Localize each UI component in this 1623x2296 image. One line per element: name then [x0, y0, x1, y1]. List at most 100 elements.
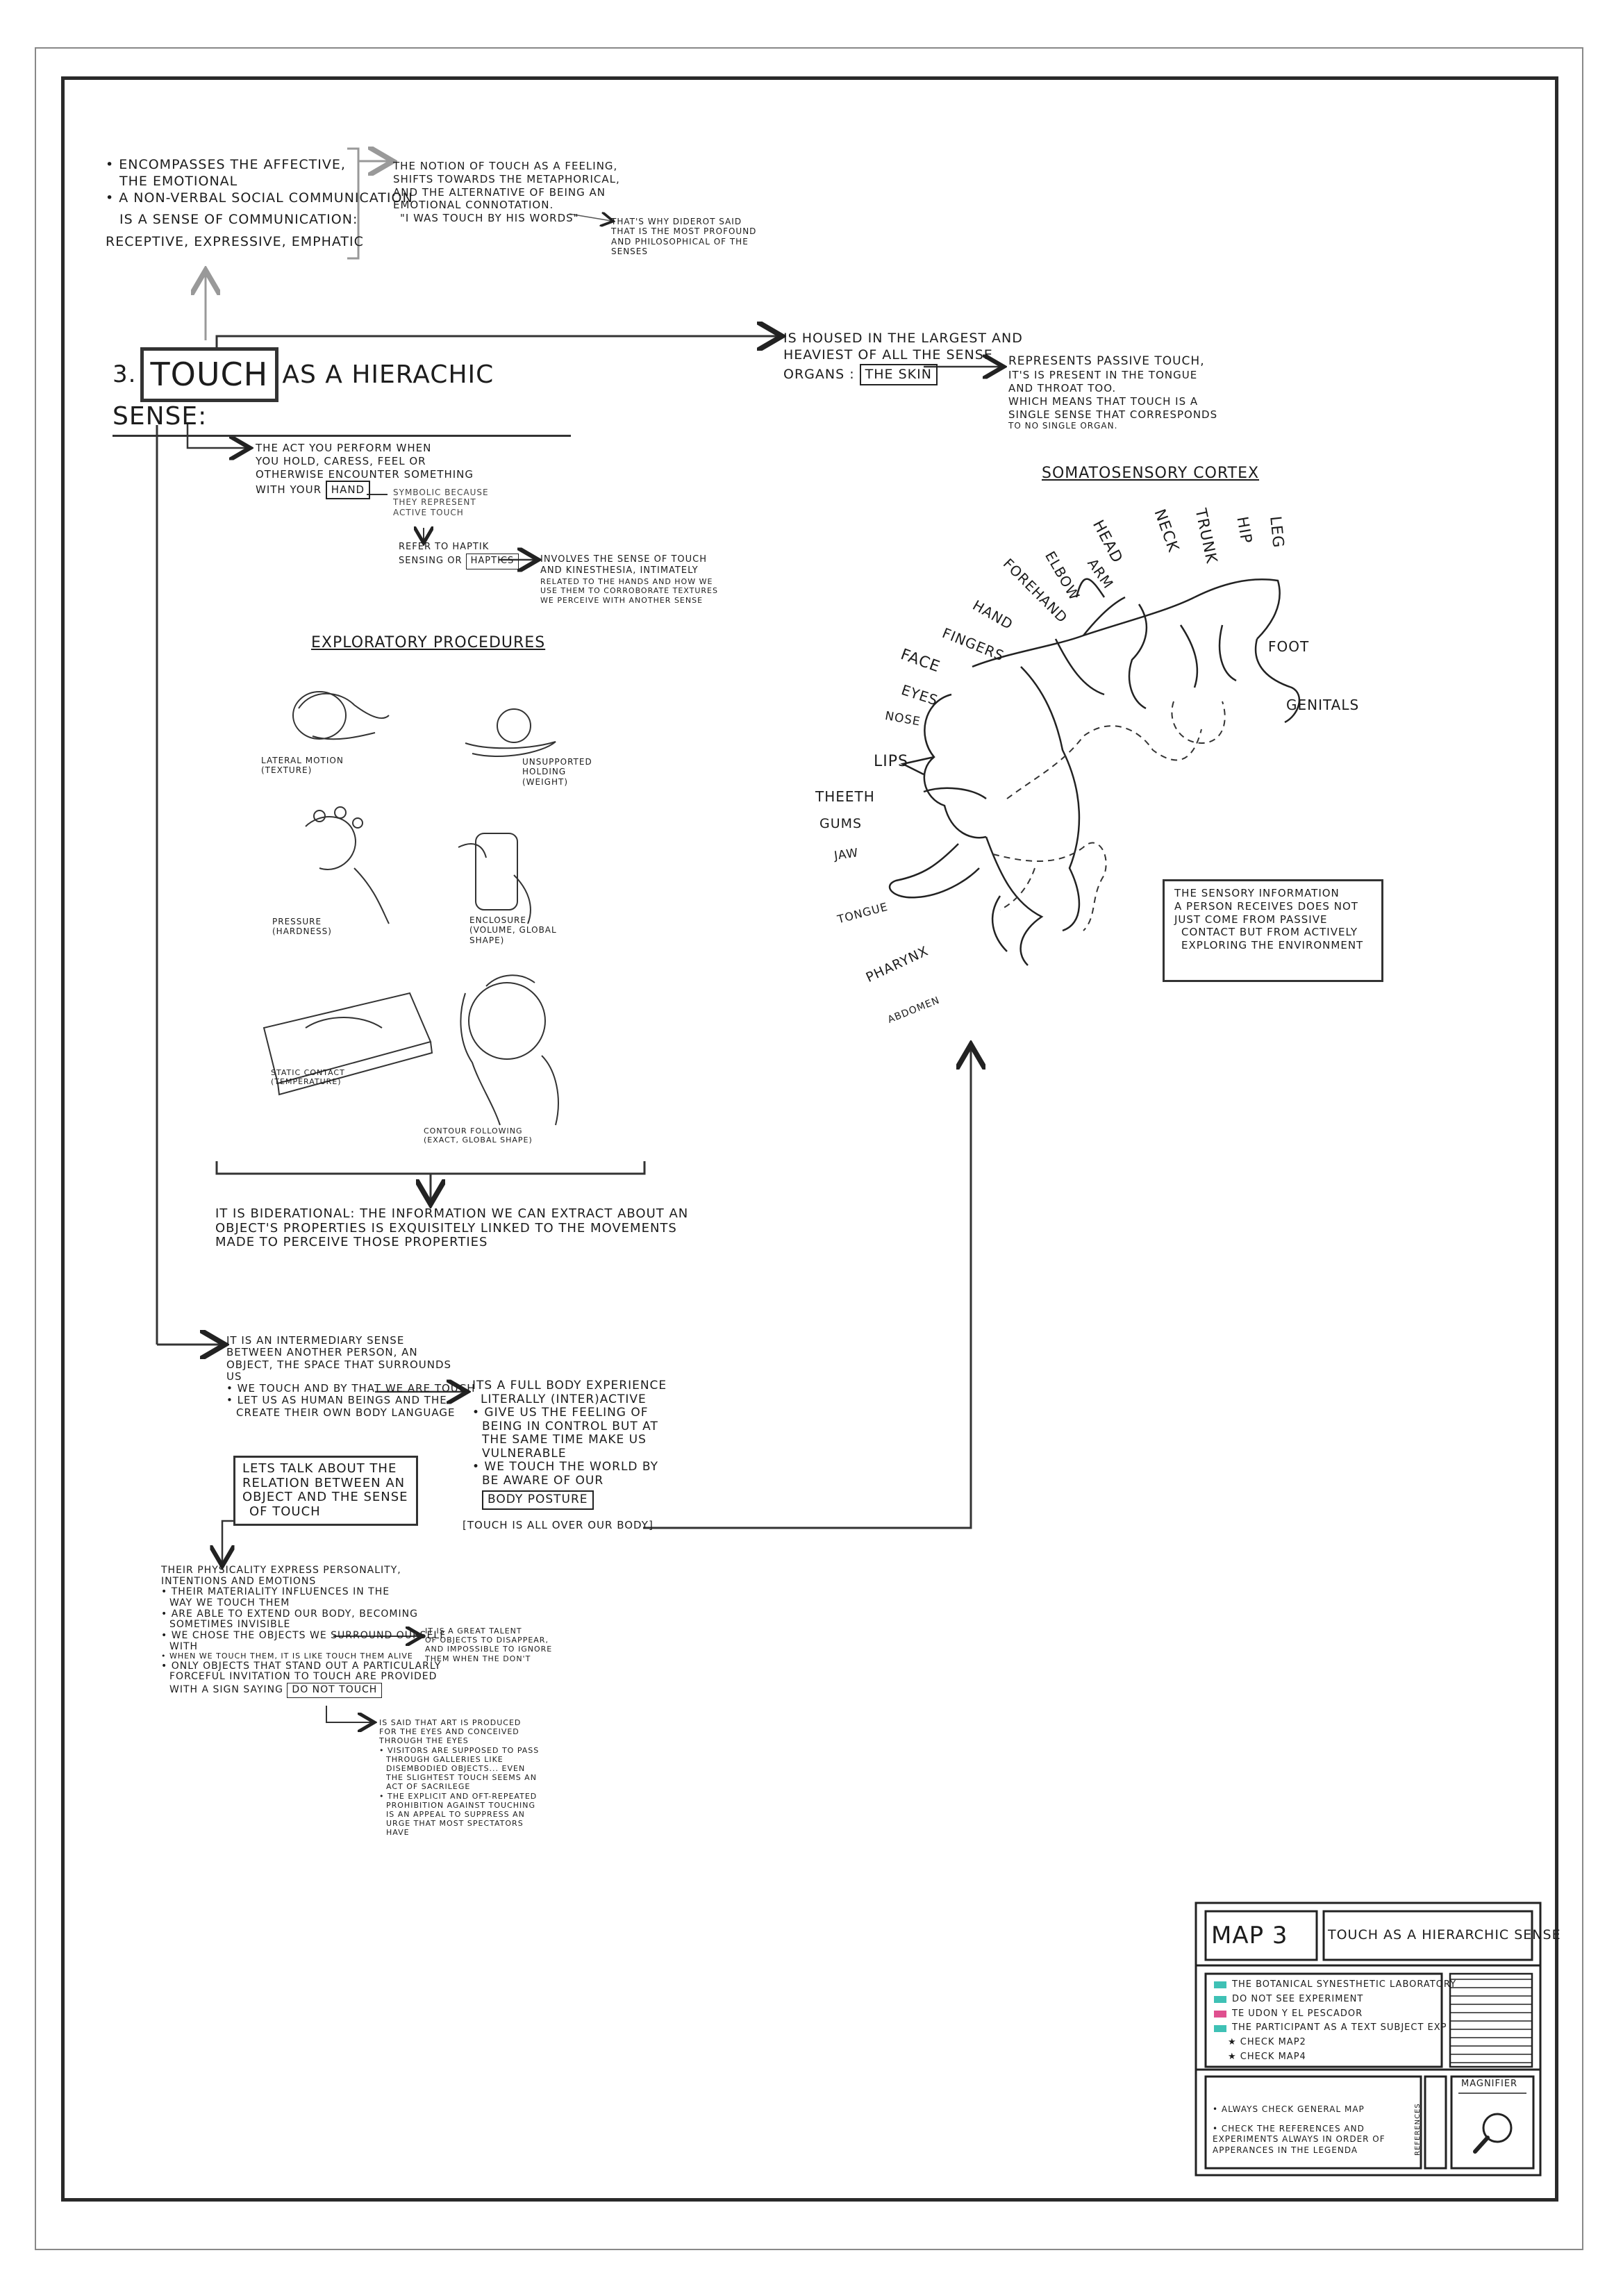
note-line: THE ACT YOU PERFORM WHEN — [256, 442, 432, 454]
haptics-box: HAPTICS — [465, 553, 519, 569]
note-line: VULNERABLE — [482, 1446, 567, 1461]
note-line: • VISITORS ARE SUPPOSED TO PASS — [379, 1745, 540, 1755]
note-line: PROHIBITION AGAINST TOUCHING — [386, 1800, 536, 1810]
title-underline — [113, 435, 571, 438]
legend-item-label: THE BOTANICAL SYNESTHETIC LABORATORY — [1232, 1979, 1457, 1990]
note-line: JUST COME FROM PASSIVE — [1174, 913, 1328, 926]
note-line: THE SENSORY INFORMATION — [1174, 887, 1340, 899]
note-line: IS AN APPEAL TO SUPPRESS AN — [386, 1809, 525, 1819]
note-line: US — [226, 1370, 242, 1383]
full-body-note: ITS A FULL BODY EXPERIENCE LITERALLY (IN… — [472, 1379, 667, 1510]
proc-lateral-motion: LATERAL MOTION (TEXTURE) — [261, 756, 344, 776]
magnifier-icon[interactable] — [1471, 2108, 1517, 2157]
note-line: SYMBOLIC BECAUSE — [393, 488, 489, 497]
note-line: SHIFTS TOWARDS THE METAPHORICAL, — [393, 172, 620, 185]
quote-line: "I WAS TOUCH BY HIS WORDS" — [400, 212, 579, 224]
note-line: WE PERCEIVE WITH ANOTHER SENSE — [540, 596, 704, 605]
note-line: WITH YOUR — [256, 483, 322, 497]
outer-frame — [35, 47, 1583, 2250]
passive-touch-note: REPRESENTS PASSIVE TOUCH, IT'S IS PRESEN… — [1008, 354, 1217, 431]
note-line: OF TOUCH — [249, 1504, 321, 1520]
note-line: EMOTIONAL CONNOTATION. — [393, 199, 554, 212]
note-line: IS A SENSE OF COMMUNICATION: — [119, 212, 358, 228]
note-line: THAT'S WHY DIDEROT SAID — [611, 217, 742, 226]
note-line: YOU HOLD, CARESS, FEEL OR — [256, 454, 426, 467]
references-label[interactable]: REFERENCES — [1414, 2103, 1422, 2156]
note-line: • ALWAYS CHECK GENERAL MAP — [1213, 2104, 1365, 2114]
note-line: IS HOUSED IN THE LARGEST AND — [783, 331, 1023, 346]
note-line: ORGANS : — [783, 366, 855, 382]
note-line: WAY WE TOUCH THEM — [169, 1597, 290, 1609]
note-line: IT IS AN INTERMEDIARY SENSE — [226, 1334, 405, 1347]
note-line: OTHERWISE ENCOUNTER SOMETHING — [256, 467, 474, 481]
note-line: • ONLY OBJECTS THAT STAND OUT A PARTICUL… — [161, 1660, 442, 1672]
note-line: THROUGH GALLERIES LIKE — [386, 1754, 503, 1764]
map-title: TOUCH AS A HIERARCHIC SENSE — [1328, 1927, 1561, 1943]
skin-box: THE SKIN — [859, 363, 938, 386]
note-line: EXPLORING THE ENVIRONMENT — [1181, 939, 1364, 951]
note-line: ACT OF SACRILEGE — [386, 1782, 471, 1792]
note-line: INVOLVES THE SENSE OF TOUCH — [540, 554, 707, 565]
note-line: SOMETIMES INVISIBLE — [169, 1619, 291, 1631]
note-line: USE THEM TO CORROBORATE TEXTURES — [540, 586, 718, 596]
note-line: RELATION BETWEEN AN — [242, 1475, 406, 1490]
note-line: • WE CHOSE THE OBJECTS WE SURROUND OURSE… — [161, 1630, 447, 1642]
legend-item: TE UDON Y EL PESCADOR — [1214, 2007, 1456, 2022]
legend-item: THE BOTANICAL SYNESTHETIC LABORATORY — [1214, 1978, 1456, 1993]
note-line: • ENCOMPASSES THE AFFECTIVE, — [106, 157, 346, 172]
note-line: LETS TALK ABOUT THE — [242, 1461, 397, 1476]
note-line: TO NO SINGLE ORGAN. — [1008, 421, 1118, 431]
note-line: THE NOTION OF TOUCH AS A FEELING, — [393, 160, 618, 172]
skin-note: IS HOUSED IN THE LARGEST AND HEAVIEST OF… — [783, 331, 1023, 386]
note-line: IT IS A GREAT TALENT — [425, 1627, 522, 1636]
note-line: • LET US AS HUMAN BEINGS AND THE — [226, 1394, 447, 1407]
note-line: ACTIVE TOUCH — [393, 507, 464, 517]
note-line: AND IMPOSSIBLE TO IGNORE — [425, 1645, 553, 1654]
note-line: FORCEFUL INVITATION TO TOUCH ARE PROVIDE… — [169, 1671, 438, 1683]
note-line: REFER TO HAPTIK — [399, 542, 490, 552]
note-line: • THE EXPLICIT AND OFT-REPEATED — [379, 1791, 538, 1801]
note-line: THROUGH THE EYES — [379, 1736, 469, 1746]
check-map4-link[interactable]: ★ CHECK MAP4 — [1228, 2051, 1306, 2062]
note-line: BE AWARE OF OUR — [482, 1473, 604, 1488]
proc-enclosure: ENCLOSURE (VOLUME, GLOBAL SHAPE) — [469, 915, 557, 945]
legend-item: THE PARTICIPANT AS A TEXT SUBJECT EXP — [1214, 2021, 1456, 2036]
note-line: IT'S IS PRESENT IN THE TONGUE — [1008, 369, 1198, 382]
note-line: AND THE ALTERNATIVE OF BEING AN — [393, 185, 606, 199]
proc-pressure: PRESSURE (HARDNESS) — [272, 917, 332, 937]
proc-unsupported-holding: UNSUPPORTED HOLDING (WEIGHT) — [522, 757, 592, 787]
note-line: RECEPTIVE, EXPRESSIVE, EMPHATIC — [106, 234, 364, 249]
cortex-label-gums: GUMS — [819, 816, 863, 831]
legend-item: DO NOT SEE EXPERIMENT — [1214, 1993, 1456, 2007]
cortex-label-lips: LIPS — [874, 753, 908, 770]
legend-item-label: DO NOT SEE EXPERIMENT — [1232, 1993, 1364, 2004]
note-line: MADE TO PERCEIVE THOSE PROPERTIES — [215, 1235, 488, 1250]
kinesthesia-note: INVOLVES THE SENSE OF TOUCH AND KINESTHE… — [540, 554, 718, 606]
note-line: FOR THE EYES AND CONCEIVED — [379, 1727, 519, 1737]
legend-swatch — [1214, 2010, 1226, 2018]
note-line: OBJECT, THE SPACE THAT SURROUNDS — [226, 1358, 452, 1371]
note-line: THEM WHEN THE DON'T — [425, 1654, 531, 1663]
note-line: ITS A FULL BODY EXPERIENCE — [472, 1379, 667, 1392]
section-header: 3. TOUCH AS A HIERACHIC SENSE: — [113, 347, 571, 438]
note-line: CONTACT BUT FROM ACTIVELY — [1181, 926, 1358, 939]
proc-static-contact: STATIC CONTACT (TEMPERATURE) — [271, 1068, 345, 1087]
title-rest: AS A HIERACHIC SENSE: — [113, 360, 494, 431]
map-label: MAP 3 — [1211, 1922, 1288, 1949]
note-line: INTENTIONS AND EMOTIONS — [161, 1575, 317, 1587]
act-note: THE ACT YOU PERFORM WHEN YOU HOLD, CARES… — [256, 442, 474, 499]
note-line: • ARE ABLE TO EXTEND OUR BODY, BECOMING — [161, 1608, 418, 1620]
all-over-body-note: [TOUCH IS ALL OVER OUR BODY] — [463, 1519, 654, 1531]
intermediary-note: IT IS AN INTERMEDIARY SENSE BETWEEN ANOT… — [226, 1334, 476, 1419]
note-line: THE SAME TIME MAKE US — [482, 1433, 647, 1447]
check-map2-link[interactable]: ★ CHECK MAP2 — [1228, 2037, 1306, 2048]
note-line: • WHEN WE TOUCH THEM, IT IS LIKE TOUCH T… — [161, 1652, 413, 1661]
section-number: 3. — [113, 360, 137, 388]
note-line: • WE TOUCH THE WORLD BY — [472, 1460, 659, 1474]
diderot-note: THAT'S WHY DIDEROT SAID THAT IS THE MOST… — [611, 217, 756, 257]
note-line: AND KINESTHESIA, INTIMATELY — [540, 565, 699, 576]
note-line: WHICH MEANS THAT TOUCH IS A — [1008, 394, 1199, 408]
bidirectional-note: IT IS BIDERATIONAL: THE INFORMATION WE C… — [215, 1206, 688, 1250]
note-line: THEY REPRESENT — [393, 497, 476, 508]
